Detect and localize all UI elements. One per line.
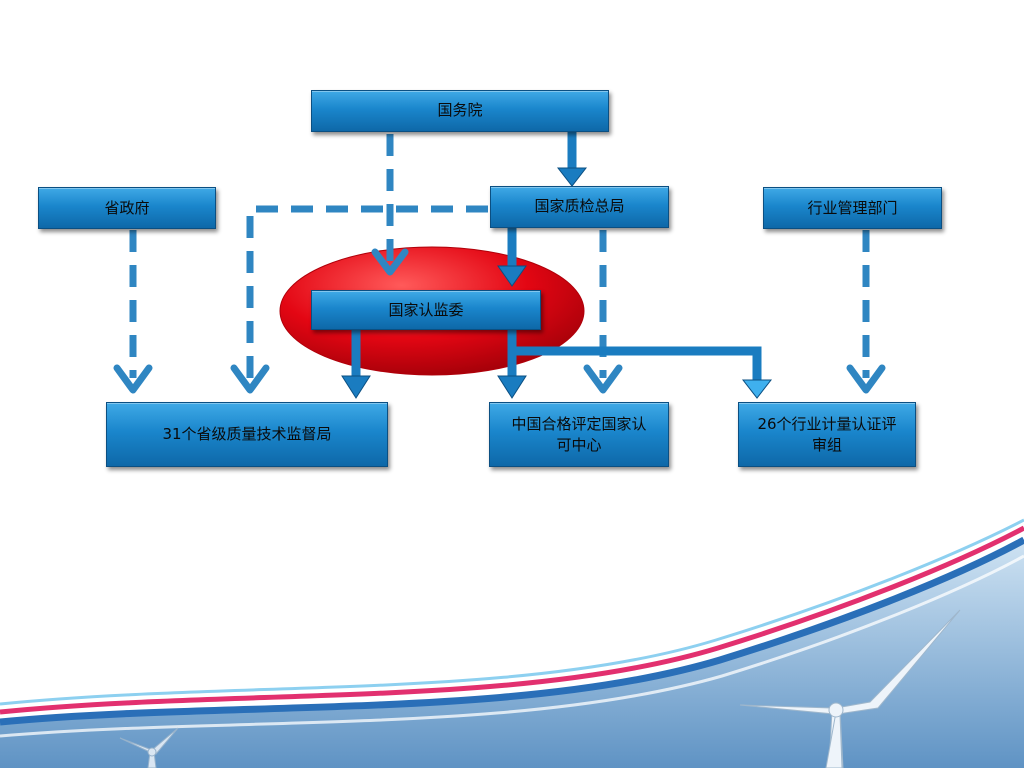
solid-connectors [351,130,762,382]
node-industry-groups: 26个行业计量认证评审组 [738,402,916,467]
arrowhead-icon [846,364,886,394]
background-swoosh [0,518,1024,768]
node-provincial-bureaus: 31个省级质量技术监督局 [106,402,388,467]
arrowhead-icon [497,265,527,287]
arrowhead-icon [556,167,588,187]
node-state-council: 国务院 [311,90,609,132]
node-cnca: 国家认监委 [311,290,541,330]
node-aqsiq: 国家质检总局 [490,186,669,228]
node-provincial-government: 省政府 [38,187,216,229]
wind-turbine-icon [119,727,179,768]
arrowhead-icon [741,379,773,399]
solid-arrowheads [341,167,773,399]
arrowhead-icon [230,364,270,394]
node-cnas: 中国合格评定国家认可中心 [489,402,669,467]
dashed-arrowheads [113,248,886,394]
arrowhead-icon [583,364,623,394]
node-industry-department: 行业管理部门 [763,187,942,229]
arrowhead-icon [497,375,527,399]
arrowhead-icon [371,248,409,276]
arrowhead-icon [341,375,371,399]
wind-turbine-icon [739,609,961,768]
arrowhead-icon [113,364,153,394]
